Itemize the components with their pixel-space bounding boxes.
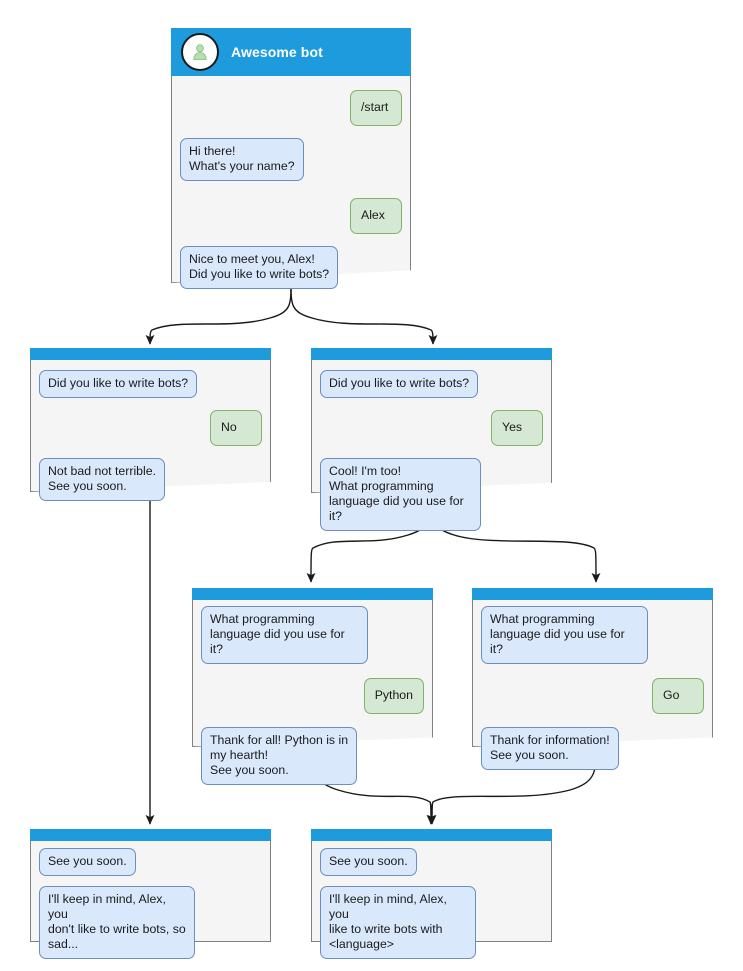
node-root-header: Awesome bot (171, 28, 411, 76)
message-bubble-user: No (210, 410, 262, 446)
message-bubble-bot: What programming language did you use fo… (481, 606, 649, 664)
node-go-branch-messages: What programming language did you use fo… (472, 600, 713, 770)
edge-root-to-no (145, 282, 292, 345)
message-bubble-user: Python (363, 678, 424, 714)
message-bubble-bot: Did you like to write bots? (320, 370, 479, 398)
node-root-messages: /start Hi there! What's your name? Alex … (171, 76, 411, 289)
node-yes-branch-messages: Did you like to write bots? Yes Cool! I'… (311, 360, 552, 531)
message-bubble-bot: Nice to meet you, Alex! Did you like to … (180, 246, 339, 289)
edge-root-to-yes (290, 282, 438, 345)
node-end-happy-header (311, 829, 552, 841)
node-yes-branch-header (311, 348, 552, 360)
message-bubble-user: Go (652, 678, 704, 714)
message-bubble-bot: I'll keep in mind, Alex, you like to wri… (320, 886, 477, 959)
node-python-branch-header (192, 588, 433, 600)
person-avatar-icon (181, 33, 219, 71)
message-bubble-bot: I'll keep in mind, Alex, you don't like … (39, 886, 196, 959)
message-bubble-user: Yes (491, 410, 543, 446)
message-bubble-bot: See you soon. (320, 848, 417, 876)
message-bubble-user: /start (350, 90, 402, 126)
node-no-branch-messages: Did you like to write bots? No Not bad n… (30, 360, 271, 501)
node-end-sad[interactable]: See you soon. I'll keep in mind, Alex, y… (30, 829, 271, 959)
message-bubble-bot: See you soon. (39, 848, 136, 876)
bot-title: Awesome bot (231, 44, 323, 60)
node-root[interactable]: Awesome bot /start Hi there! What's your… (171, 28, 411, 289)
message-bubble-bot: Hi there! What's your name? (180, 138, 304, 181)
message-bubble-bot: Thank for information! See you soon. (481, 727, 619, 770)
node-no-branch[interactable]: Did you like to write bots? No Not bad n… (30, 348, 271, 501)
node-end-sad-header (30, 829, 271, 841)
node-no-branch-header (30, 348, 271, 360)
node-end-happy[interactable]: See you soon. I'll keep in mind, Alex, y… (311, 829, 552, 959)
node-go-branch-header (472, 588, 713, 600)
message-bubble-user: Alex (350, 198, 402, 234)
message-bubble-bot: What programming language did you use fo… (201, 606, 369, 664)
message-bubble-bot: Thank for all! Python is in my hearth! S… (201, 727, 358, 785)
message-bubble-bot: Did you like to write bots? (39, 370, 198, 398)
node-python-branch-messages: What programming language did you use fo… (192, 600, 433, 785)
node-end-happy-messages: See you soon. I'll keep in mind, Alex, y… (311, 841, 552, 959)
node-yes-branch[interactable]: Did you like to write bots? Yes Cool! I'… (311, 348, 552, 531)
node-python-branch[interactable]: What programming language did you use fo… (192, 588, 433, 785)
node-go-branch[interactable]: What programming language did you use fo… (472, 588, 713, 770)
node-end-sad-messages: See you soon. I'll keep in mind, Alex, y… (30, 841, 271, 959)
message-bubble-bot: Cool! I'm too! What programming language… (320, 458, 481, 531)
message-bubble-bot: Not bad not terrible. See you soon. (39, 458, 166, 501)
